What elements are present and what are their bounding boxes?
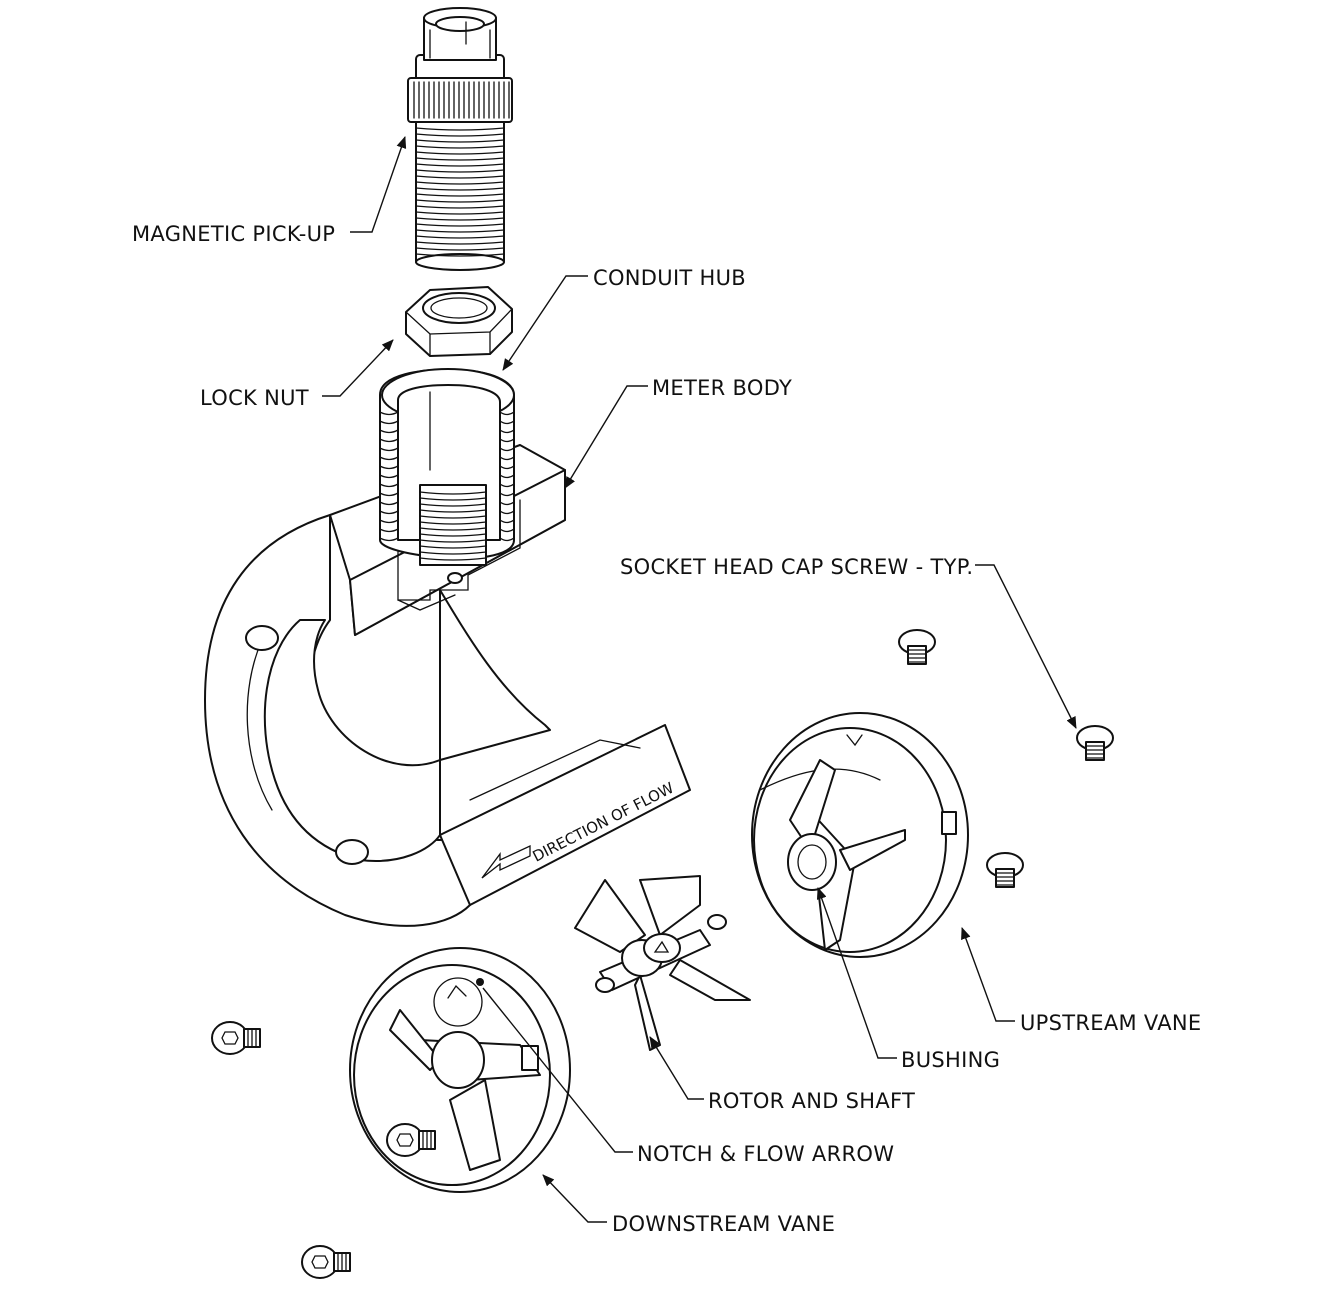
rotor-shaft-part [574, 875, 751, 1051]
magnetic-pickup-part [407, 7, 513, 271]
cap-screw [986, 852, 1024, 888]
label-rotor-and-shaft: ROTOR AND SHAFT [708, 1089, 915, 1113]
cap-screw [898, 629, 936, 665]
conduit-hub-part [379, 368, 515, 584]
label-lock-nut: LOCK NUT [200, 386, 309, 410]
cap-screw [386, 1123, 436, 1157]
callout-labels: MAGNETIC PICK-UP CONDUIT HUB LOCK NUT ME… [132, 222, 1201, 1236]
label-bushing: BUSHING [901, 1048, 1000, 1072]
label-meter-body: METER BODY [652, 376, 792, 400]
upstream-vane-part [751, 712, 969, 958]
cap-screw [1076, 725, 1114, 761]
cap-screw [211, 1021, 261, 1055]
downstream-vane-part [349, 947, 571, 1193]
leader-lines [322, 136, 1077, 1223]
lock-nut-part [405, 286, 513, 357]
socket-head-cap-screws [211, 629, 1114, 1279]
label-magnetic-pickup: MAGNETIC PICK-UP [132, 222, 335, 246]
label-downstream-vane: DOWNSTREAM VANE [612, 1212, 835, 1236]
cap-screw [301, 1245, 351, 1279]
label-notch-flow-arrow: NOTCH & FLOW ARROW [637, 1142, 894, 1166]
label-socket-head-cap-screw: SOCKET HEAD CAP SCREW - TYP. [620, 555, 973, 579]
label-conduit-hub: CONDUIT HUB [593, 266, 746, 290]
label-upstream-vane: UPSTREAM VANE [1020, 1011, 1201, 1035]
